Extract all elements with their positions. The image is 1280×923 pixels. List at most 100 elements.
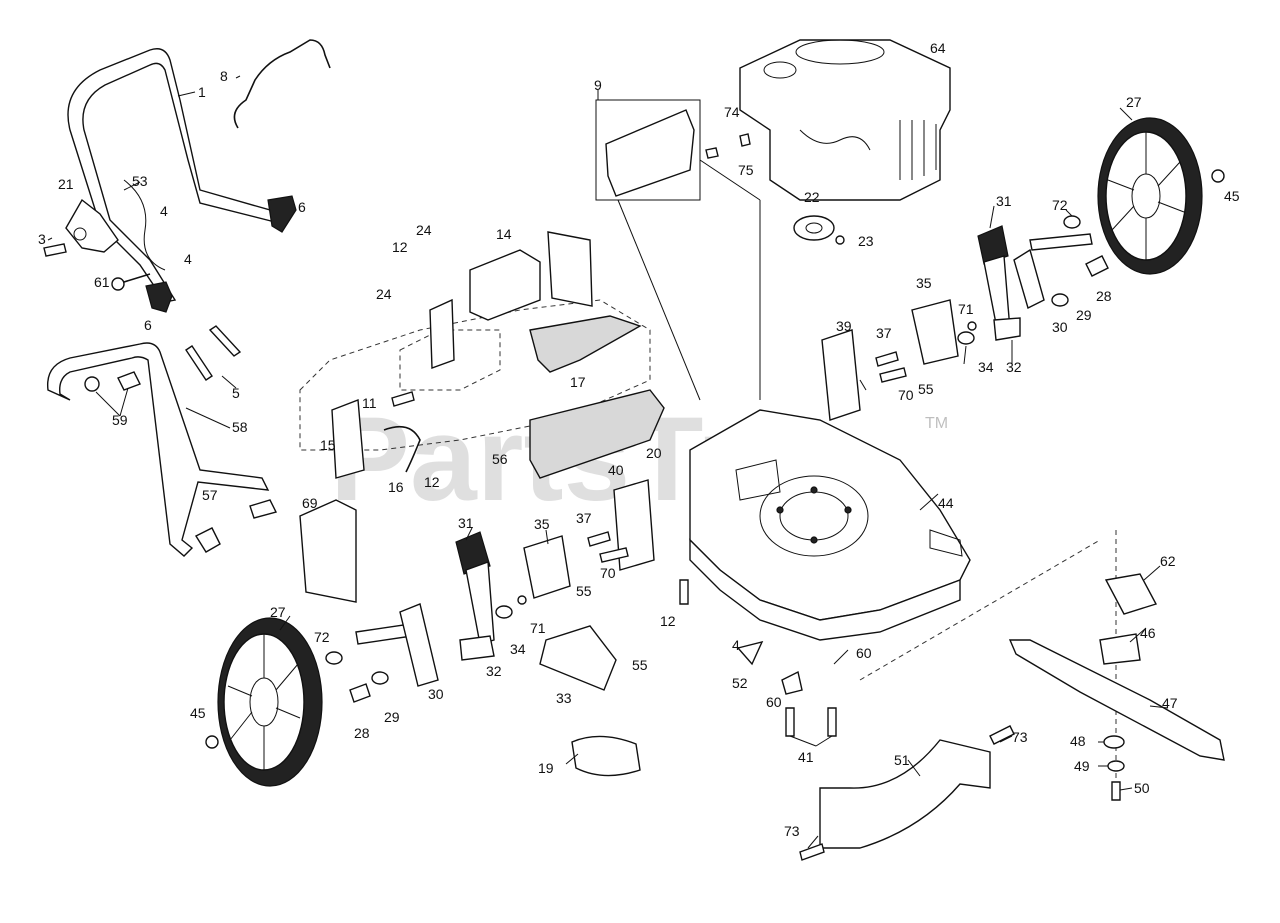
- washer-29-right: [1051, 293, 1069, 307]
- callout-21: 21: [58, 176, 74, 192]
- callout-35a: 35: [916, 275, 932, 291]
- blade-bolt: [1111, 781, 1121, 801]
- callout-15: 15: [320, 437, 336, 453]
- callout-32b: 32: [486, 663, 502, 679]
- callout-30b: 30: [428, 686, 444, 702]
- pulley-key: [835, 235, 845, 245]
- bolt-70-right: [879, 367, 907, 383]
- washer-34-right: [957, 331, 975, 345]
- callout-74: 74: [724, 104, 740, 120]
- callout-50: 50: [1134, 780, 1150, 796]
- bolt-70-left: [599, 547, 629, 563]
- washer-49: [1107, 760, 1125, 772]
- callout-24a: 24: [416, 222, 432, 238]
- callout-5: 5: [232, 385, 240, 401]
- engine: [739, 39, 951, 201]
- watermark-trademark: TM: [925, 415, 948, 432]
- callout-31b: 31: [458, 515, 474, 531]
- rear-bracket: [469, 249, 541, 321]
- callout-48: 48: [1070, 733, 1086, 749]
- callout-37a: 37: [876, 325, 892, 341]
- rear-wheel-right: [1097, 117, 1203, 275]
- callout-53: 53: [132, 173, 148, 189]
- callout-14: 14: [496, 226, 512, 242]
- spring: [383, 425, 421, 473]
- handle-bolt: [249, 499, 278, 519]
- callout-37b: 37: [576, 510, 592, 526]
- nut-71-left: [517, 595, 527, 605]
- mower-blade: [1008, 639, 1225, 761]
- callout-60b: 60: [766, 694, 782, 710]
- bolt: [43, 243, 67, 257]
- hub-cap-left: [205, 735, 219, 749]
- callout-31a: 31: [996, 193, 1012, 209]
- callout-16: 16: [388, 479, 404, 495]
- callout-4a: 4: [160, 203, 168, 219]
- height-lever-grip-right: [977, 225, 1009, 265]
- callout-12c: 12: [660, 613, 676, 629]
- pivot-bracket-left: [613, 479, 655, 571]
- height-plate-right: [911, 299, 959, 365]
- callout-52: 52: [732, 675, 748, 691]
- callout-41: 41: [798, 749, 814, 765]
- rear-trim: [529, 315, 642, 373]
- callout-30a: 30: [1052, 319, 1068, 335]
- callout-28a: 28: [1096, 288, 1112, 304]
- callout-20: 20: [646, 445, 662, 461]
- deck-bolt-41b: [827, 707, 837, 737]
- callout-29a: 29: [1076, 307, 1092, 323]
- cable: [123, 179, 166, 271]
- callout-62: 62: [1160, 553, 1176, 569]
- callout-56: 56: [492, 451, 508, 467]
- callout-72a: 72: [1052, 197, 1068, 213]
- callout-55b: 55: [632, 657, 648, 673]
- callout-64: 64: [930, 40, 946, 56]
- mower-deck: [689, 409, 971, 641]
- callout-57: 57: [202, 487, 218, 503]
- control-wire: [233, 39, 331, 129]
- callout-72b: 72: [314, 629, 330, 645]
- height-lever-bracket-right: [993, 317, 1021, 341]
- left-plate: [429, 298, 455, 369]
- callout-45b: 45: [190, 705, 206, 721]
- hub-cap-right: [1211, 169, 1225, 183]
- callout-70a: 70: [898, 387, 914, 403]
- callout-19: 19: [538, 760, 554, 776]
- bolt-73-upper: [989, 725, 1015, 745]
- handle-bolt-upper: [208, 325, 242, 357]
- deck-clip: [781, 670, 803, 695]
- nut-71-right: [967, 321, 977, 331]
- callout-23: 23: [858, 233, 874, 249]
- deck-bolt: [679, 579, 689, 605]
- callout-17: 17: [570, 374, 586, 390]
- bolt-37-right: [875, 351, 899, 367]
- callout-71a: 71: [958, 301, 974, 317]
- cable-bracket: [65, 198, 119, 253]
- callout-27a: 27: [1126, 94, 1142, 110]
- handle-knob-upper: [267, 195, 297, 233]
- callout-46: 46: [1140, 625, 1156, 641]
- rear-skirt: [539, 625, 617, 691]
- callout-69: 69: [302, 495, 318, 511]
- callout-59: 59: [112, 412, 128, 428]
- height-arm-left: [399, 603, 439, 687]
- grass-bag: [299, 499, 357, 603]
- callout-47: 47: [1162, 695, 1178, 711]
- callout-27b: 27: [270, 604, 286, 620]
- callout-11: 11: [362, 395, 377, 411]
- bolt-28-right: [1085, 255, 1109, 277]
- pulley: [793, 215, 835, 241]
- height-lever-bracket-left: [459, 635, 495, 661]
- front-wheel-left: [217, 617, 323, 787]
- callout-40: 40: [608, 462, 624, 478]
- callout-34a: 34: [978, 359, 994, 375]
- callout-32a: 32: [1006, 359, 1022, 375]
- callout-28b: 28: [354, 725, 370, 741]
- callout-75: 75: [738, 162, 754, 178]
- callout-39: 39: [836, 318, 852, 334]
- right-plate: [547, 231, 593, 307]
- callout-12a: 12: [392, 239, 408, 255]
- blade-adapter-62: [1104, 573, 1158, 615]
- callout-35b: 35: [534, 516, 550, 532]
- handle-clip: [117, 371, 141, 391]
